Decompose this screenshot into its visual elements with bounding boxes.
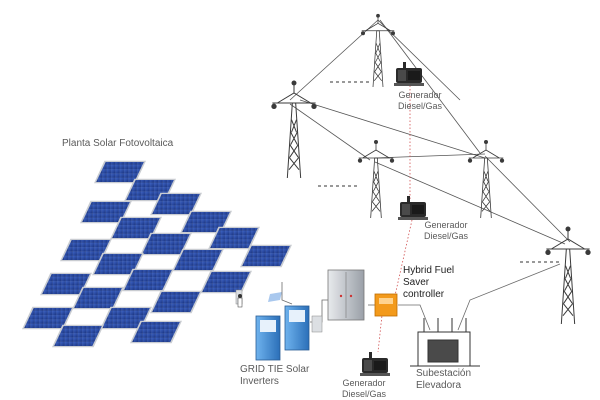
substation-label-line2: Elevadora [416,380,471,392]
generator-middle-label-line1: Generador [424,220,468,231]
generator-bottom-label-line2: Diesel/Gas [342,389,386,400]
generator-top-label-line2: Diesel/Gas [398,101,442,112]
generator-middle-label: Generador Diesel/Gas [424,220,468,242]
step-up-substation [410,318,480,366]
solar-panel-array [22,161,292,348]
hybrid-controller-label-line3: controller [403,289,454,301]
generator-middle-label-line2: Diesel/Gas [424,231,468,242]
solar-plant-label: Planta Solar Fotovoltaica [62,138,173,150]
substation-label-line1: Subestación [416,368,471,380]
transmission-tower-middle [358,140,394,218]
diesel-generator-top [394,62,424,86]
switchgear-cabinet [328,270,364,320]
transmission-tower-far-right [545,227,590,325]
transmission-tower-right [468,140,504,218]
diesel-generator-middle [398,196,428,220]
hybrid-controller-label-line2: Saver [403,277,454,289]
inverters-label-line1: GRID TIE Solar [240,364,309,376]
generator-top-label-line1: Generador [398,90,442,101]
hybrid-controller-label: Hybrid Fuel Saver controller [403,265,454,301]
transmission-tower-left [271,81,316,179]
technician-figure [238,294,242,307]
generator-top-label: Generador Diesel/Gas [398,90,442,112]
hybrid-controller-label-line1: Hybrid Fuel [403,265,454,277]
substation-label: Subestación Elevadora [416,368,471,392]
grid-tie-inverters [256,306,322,360]
dc-combiner-box [236,290,282,304]
transmission-tower-top [361,14,395,87]
generator-bottom-label: Generador Diesel/Gas [342,378,386,400]
inverters-label-line2: Inverters [240,376,309,388]
inverters-label: GRID TIE Solar Inverters [240,364,309,388]
generator-bottom-label-line1: Generador [342,378,386,389]
hybrid-fuel-saver-controller [375,294,397,316]
power-lines [290,20,570,244]
diesel-generator-bottom [360,352,390,376]
